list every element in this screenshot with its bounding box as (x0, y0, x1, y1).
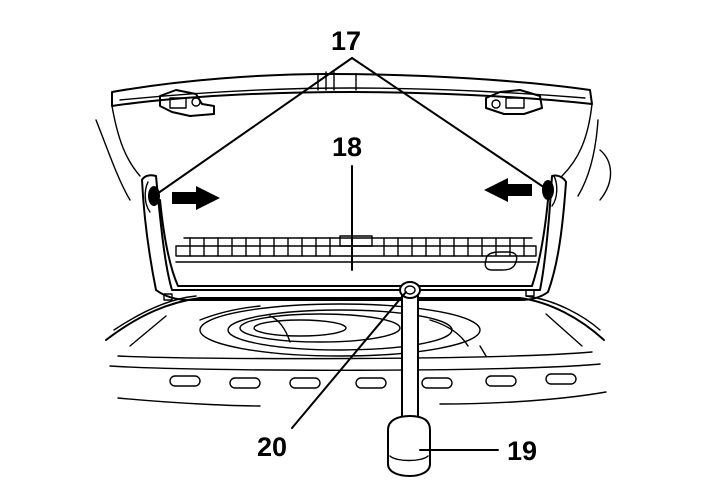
callout-17-leaders (153, 57, 549, 197)
callout-19: 19 (507, 436, 537, 466)
callout-17: 17 (331, 26, 361, 56)
callout-18: 18 (332, 132, 362, 162)
spare-tire-well (199, 303, 487, 357)
rear-sill (109, 363, 607, 407)
left-hinge (159, 89, 215, 117)
callout-20: 20 (257, 432, 287, 462)
right-hinge (485, 89, 543, 115)
right-pointing-arrow (172, 186, 220, 210)
callout-20-leader (291, 291, 407, 429)
panel-rib-pattern (189, 237, 525, 257)
left-pointing-arrow (484, 178, 532, 202)
trim-panel (141, 174, 567, 301)
removal-tool (387, 281, 431, 477)
